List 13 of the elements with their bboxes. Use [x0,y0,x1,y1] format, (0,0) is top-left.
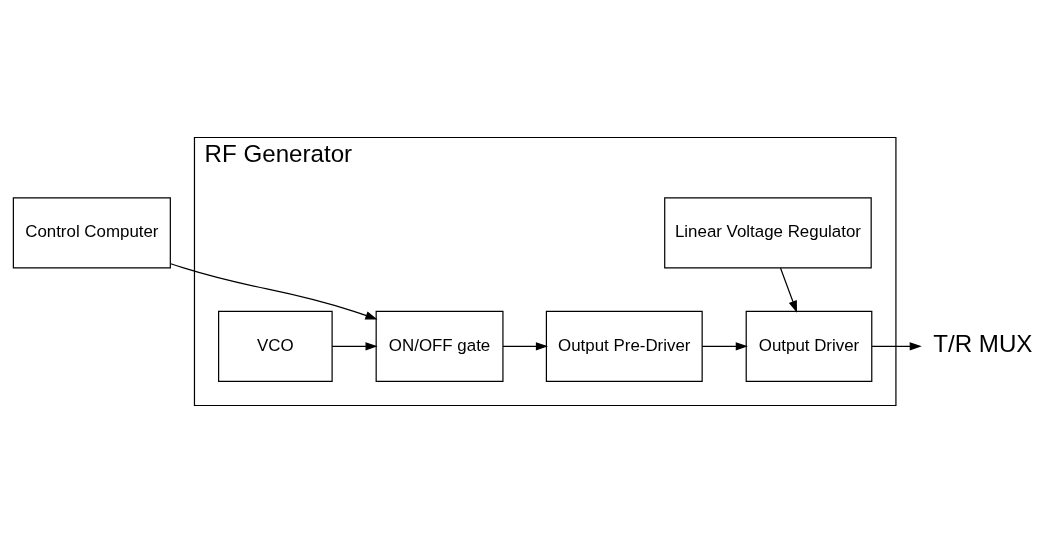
node-box: Output Driver [745,310,873,382]
node-box: VCO [218,310,333,382]
node-box: Control Computer [12,196,171,268]
arrow [871,341,922,351]
node-text: T/R MUX [933,329,1033,357]
arrow [779,266,798,313]
arrow [502,341,548,351]
arrow [331,341,378,351]
node-box: Output Pre-Driver [545,310,703,382]
node-box: ON/OFF gate [375,310,504,382]
arrow [170,262,378,320]
node-box: Linear Voltage Regulator [664,196,872,268]
arrow [701,341,748,351]
